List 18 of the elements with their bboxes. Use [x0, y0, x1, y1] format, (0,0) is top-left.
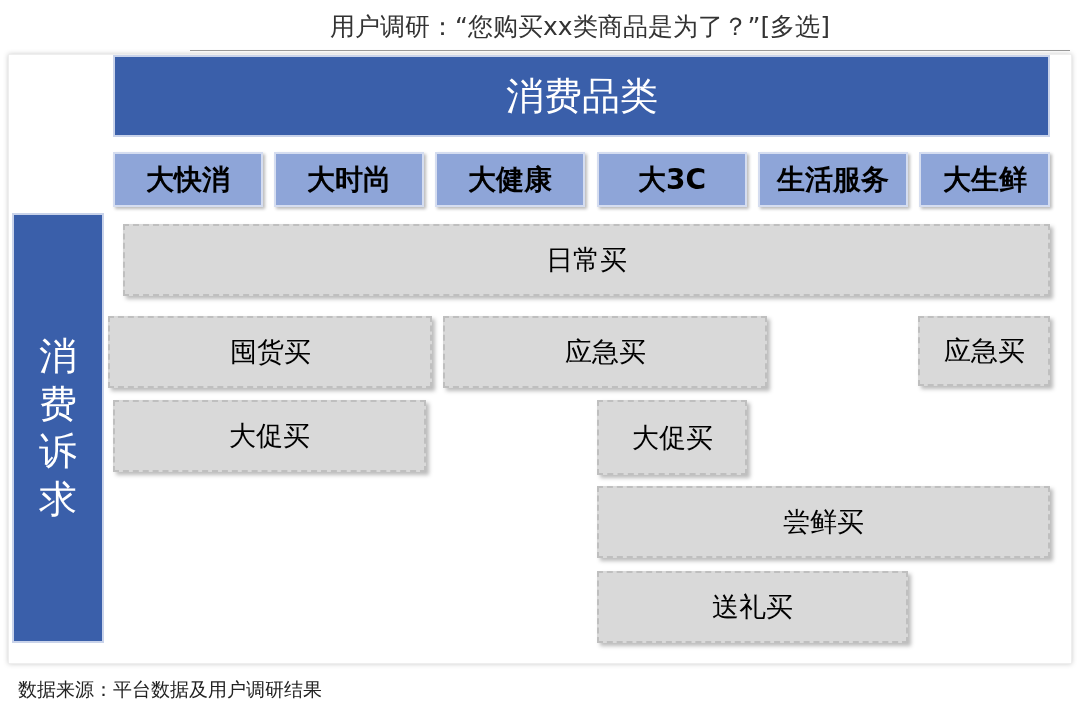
category-box: 大时尚 — [274, 152, 424, 207]
header-banner: 消费品类 — [113, 55, 1050, 137]
category-box: 大3C — [597, 152, 747, 207]
need-box: 送礼买 — [597, 571, 908, 643]
need-box: 大促买 — [597, 400, 747, 475]
category-box: 大快消 — [113, 152, 263, 207]
source-note: 数据来源：平台数据及用户调研结果 — [18, 677, 322, 702]
need-box: 大促买 — [113, 400, 426, 472]
need-box: 尝鲜买 — [597, 486, 1050, 558]
category-box: 生活服务 — [758, 152, 908, 207]
need-box: 应急买 — [443, 316, 767, 388]
side-band: 消费诉求 — [12, 213, 104, 643]
need-box: 应急买 — [918, 316, 1050, 386]
need-box: 日常买 — [123, 224, 1050, 296]
need-box: 囤货买 — [108, 316, 432, 388]
category-box: 大生鲜 — [919, 152, 1050, 207]
chart-title: 用户调研：“您购买xx类商品是为了？”[多选] — [329, 11, 831, 43]
category-box: 大健康 — [435, 152, 585, 207]
